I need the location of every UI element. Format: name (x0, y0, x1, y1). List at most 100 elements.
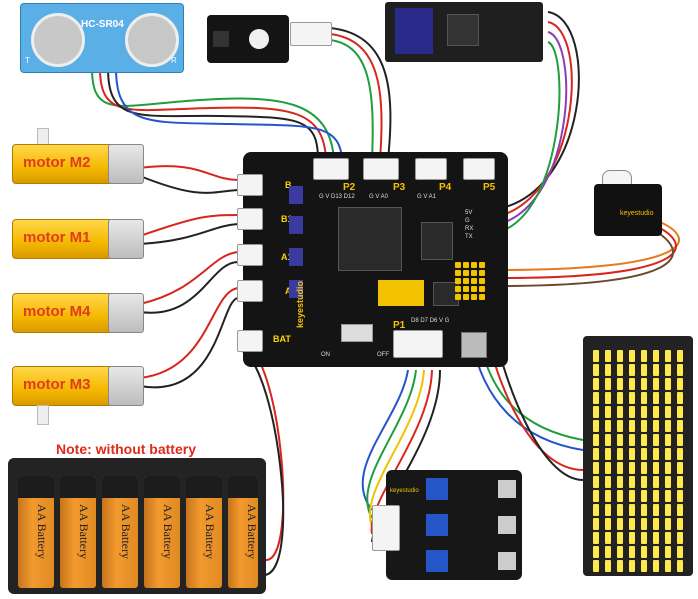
p3-pins-label: G V A0 (369, 194, 389, 200)
led-dot (617, 392, 623, 404)
led-dot (605, 490, 611, 502)
line-tracking-module: keyestudio (386, 470, 522, 580)
led-dot (641, 364, 647, 376)
led-dot (605, 434, 611, 446)
power-switch[interactable] (341, 324, 373, 342)
motor-port-b: B (285, 180, 292, 190)
board-brand-label: keyestudio (295, 280, 305, 328)
led-dot (605, 364, 611, 376)
ultrasonic-sensor: HC-SR04 T R (20, 3, 184, 73)
battery-cell-label: AA Battery (203, 504, 217, 559)
led-dot (617, 350, 623, 362)
led-dot (641, 392, 647, 404)
led-dot (665, 504, 671, 516)
led-dot (653, 420, 659, 432)
led-dot (629, 504, 635, 516)
ultrasonic-t-label: T (25, 56, 30, 65)
motor-m1-label: motor M1 (23, 229, 91, 246)
led-dot (653, 504, 659, 516)
motor-port-a1: A1 (281, 252, 293, 262)
led-dot (653, 350, 659, 362)
port-p2-label: P2 (343, 182, 356, 193)
led-dot (617, 546, 623, 558)
led-dot (593, 490, 599, 502)
led-dot (617, 504, 623, 516)
led-dot (665, 434, 671, 446)
led-dot (665, 518, 671, 530)
led-dot (665, 364, 671, 376)
led-dot (665, 420, 671, 432)
led-dot (593, 546, 599, 558)
battery-cell-label: AA Battery (245, 504, 259, 559)
led-dot (665, 462, 671, 474)
led-dot (593, 532, 599, 544)
led-dot (617, 406, 623, 418)
led-dot (653, 448, 659, 460)
led-dot (641, 560, 647, 572)
led-dot (677, 546, 683, 558)
battery-cell-label: AA Battery (35, 504, 49, 559)
led-dot (677, 364, 683, 376)
led-dot (677, 448, 683, 460)
battery-holder: AA Battery AA Battery AA Battery AA Batt… (8, 458, 266, 594)
led-dot (677, 420, 683, 432)
p1-pins-label: D8 D7 D6 V G (411, 318, 450, 324)
led-dot (677, 560, 683, 572)
led-dot (617, 364, 623, 376)
led-dot (593, 364, 599, 376)
motor-m2-label: motor M2 (23, 154, 91, 171)
led-dot (617, 560, 623, 572)
line-module-brand: keyestudio (390, 488, 419, 494)
battery-note: Note: without battery (56, 441, 196, 457)
led-dot (677, 518, 683, 530)
top-sensor-connector (290, 22, 332, 46)
led-dot (665, 476, 671, 488)
led-dot (629, 350, 635, 362)
servo-motor: keyestudio (594, 170, 664, 236)
led-dot (629, 378, 635, 390)
led-dot (605, 378, 611, 390)
led-dot (605, 546, 611, 558)
led-dot (629, 546, 635, 558)
led-dot (677, 392, 683, 404)
led-dot (593, 560, 599, 572)
reset-button[interactable] (461, 332, 487, 358)
led-dot (629, 490, 635, 502)
led-dot (653, 434, 659, 446)
port-p1-label: P1 (393, 320, 406, 331)
led-dot (629, 434, 635, 446)
motor-m4-label: motor M4 (23, 303, 91, 320)
led-dot (665, 560, 671, 572)
led-dot (677, 476, 683, 488)
led-dot (653, 476, 659, 488)
led-dot (653, 406, 659, 418)
led-dot (641, 378, 647, 390)
led-dot (629, 560, 635, 572)
led-dot (593, 518, 599, 530)
led-dot (641, 350, 647, 362)
led-dot (605, 350, 611, 362)
led-dot (629, 476, 635, 488)
led-dot (665, 448, 671, 460)
led-dot (617, 434, 623, 446)
led-dot (665, 490, 671, 502)
line-module-connector (372, 505, 400, 551)
led-dot (629, 364, 635, 376)
ultrasonic-model-label: HC-SR04 (81, 19, 124, 30)
led-dot (629, 532, 635, 544)
led-dot (605, 406, 611, 418)
led-dot (629, 448, 635, 460)
led-dot (641, 518, 647, 530)
switch-on-label: ON (321, 352, 330, 358)
led-dot (617, 518, 623, 530)
motor-m3-label: motor M3 (23, 376, 91, 393)
motor-port-b1: B1 (281, 214, 293, 224)
led-dot (641, 448, 647, 460)
uart-rx: RX (465, 226, 474, 232)
led-dot (653, 518, 659, 530)
led-dot (629, 462, 635, 474)
led-dot (677, 490, 683, 502)
led-dot (593, 476, 599, 488)
led-dot (605, 420, 611, 432)
